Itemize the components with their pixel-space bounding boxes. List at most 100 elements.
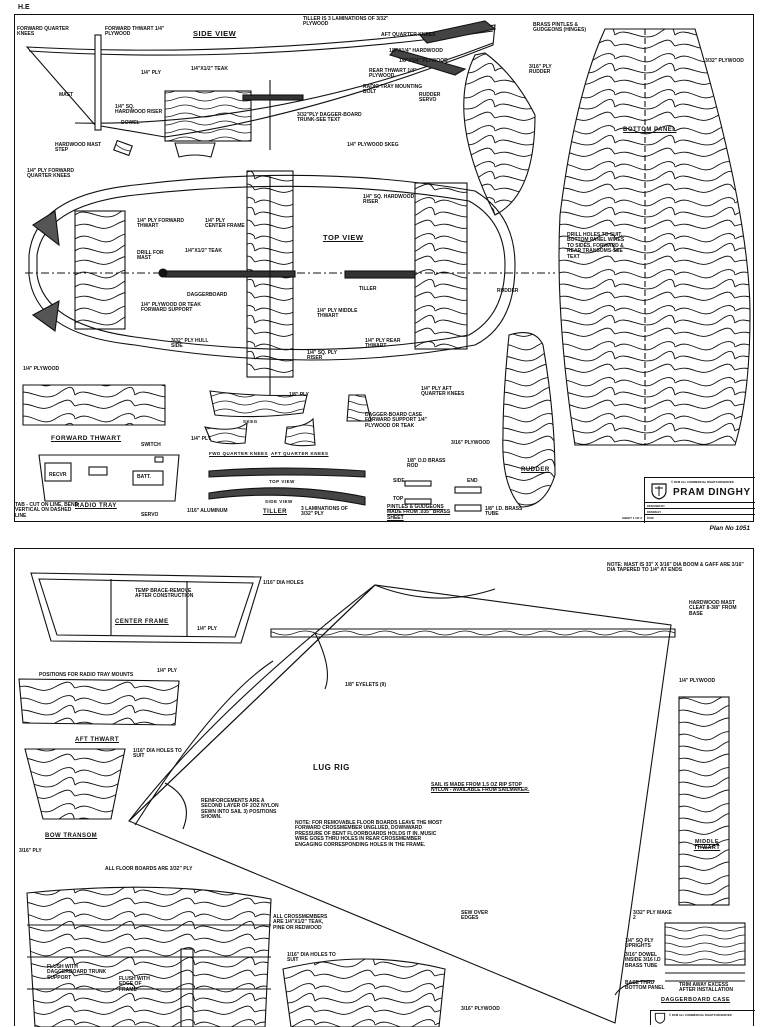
title-side-view-small: SIDE VIEW xyxy=(265,499,293,504)
label: 1/4" PLY AFT QUARTER KNEES xyxy=(421,386,465,398)
label: HARDWOOD MAST CLEAT 8-3/8" FROM BASE xyxy=(689,600,737,617)
sheet2-drawing xyxy=(18,572,746,1027)
label: 3/32" PLY HULL SIDE xyxy=(171,338,209,350)
mast-part xyxy=(270,628,676,638)
label: TAB - CUT ON LINE, BEND VERTICAL ON DASH… xyxy=(15,502,79,519)
title-lug-rig: LUG RIG xyxy=(313,763,350,772)
label: 3 LAMINATIONS OF 3/32" PLY xyxy=(301,506,348,518)
side-view-rudder xyxy=(463,52,536,216)
title-bottom-panel: BOTTOM PANEL xyxy=(623,127,677,133)
title-top-view-small: TOP VIEW xyxy=(269,479,295,484)
label: TILLER IS 3 LAMINATIONS OF 3/32" PLYWOOD xyxy=(303,16,389,28)
label: DRILL FOR MAST xyxy=(137,250,164,262)
title-bow-transom: BOW TRANSOM xyxy=(45,833,98,839)
label: SIDE xyxy=(393,478,405,484)
skeg-and-knees xyxy=(204,390,372,447)
label: TEMP BRACE-REMOVE AFTER CONSTRUCTION xyxy=(135,588,194,600)
label: TILLER xyxy=(359,286,377,292)
title-aft-quarter-knees: AFT QUARTER KNEES xyxy=(271,451,329,456)
label: DRILL HOLES TO SUIT. BOTTOM PANEL WIRES … xyxy=(567,232,625,260)
label: NOTE: MAST IS 33" x 3/16" DIA BOOM & GAF… xyxy=(607,562,744,574)
label: 1/4" PLY FORWARD QUARTER KNEES xyxy=(27,168,75,180)
forward-thwart-part xyxy=(22,384,166,426)
title-aft-thwart: AFT THWART xyxy=(75,737,119,743)
label: 1/8"x1/4" HARDWOOD xyxy=(389,48,443,54)
label: 1/8" PLY xyxy=(289,392,309,398)
bottom-panel-shape xyxy=(558,28,751,446)
aft-thwart-part xyxy=(18,678,180,726)
label: SAIL IS MADE FROM 1.5 OZ RIP STOP NYLON … xyxy=(431,782,530,794)
label: 3/32" PLYWOOD xyxy=(705,58,744,64)
sheet-number: SHEET 1 OF 2 xyxy=(622,516,643,520)
label: PINTLES & GUDGEONS MADE FROM .035" BRASS… xyxy=(387,504,451,521)
label: 1/16" DIA HOLES TO SUIT xyxy=(287,952,336,964)
label: TOP xyxy=(393,496,404,502)
label: 1/8" EYELETS (9) xyxy=(345,682,386,688)
label: 1/16" DIA HOLES TO SUIT xyxy=(133,748,182,760)
publisher-line: © RCM ALL COMMERCIAL RIGHTS RESERVED xyxy=(671,480,734,484)
label: 1/4" PLYWOOD xyxy=(23,366,60,372)
label: 1/4" PLY xyxy=(197,626,217,632)
label: 1/4" PLYWOOD SKEG xyxy=(347,142,399,148)
label: BASE THRU BOTTOM PANEL xyxy=(625,980,665,992)
label: 1/4" SQ. HARDWOOD RISER xyxy=(363,194,415,206)
label: SWITCH xyxy=(141,442,161,448)
title-side-view: SIDE VIEW xyxy=(193,29,237,38)
label: 3/16" DOWEL INSIDE 3/16 I.D BRASS TUBE xyxy=(625,952,661,969)
top-view-hull xyxy=(25,170,555,395)
label: REAR THWART 1/4" PLYWOOD xyxy=(369,68,417,80)
title-block-row: DATE xyxy=(647,517,654,520)
bow-transom-part xyxy=(24,748,126,820)
title-forward-thwart: FORWARD THWART xyxy=(51,435,122,442)
center-frame-part xyxy=(30,572,262,644)
label: BATT. xyxy=(137,474,151,480)
title-rudder: RUDDER xyxy=(521,467,550,473)
label: TRIM AWAY EXCESS AFTER INSTALLATION xyxy=(679,982,733,994)
label: 1/4" PLY MIDDLE THWART xyxy=(317,308,358,320)
title-block: © RCM ALL COMMERCIAL RIGHTS RESERVED PRA… xyxy=(644,477,755,523)
title-center-frame: CENTER FRAME xyxy=(115,619,169,625)
title-daggerboard-case: DAGGERBOARD CASE xyxy=(661,997,731,1003)
title-top-view: TOP VIEW xyxy=(323,233,364,242)
title-fwd-quarter-knees: FWD QUARTER KNEES xyxy=(209,451,268,456)
label: SERVO xyxy=(141,512,159,518)
label: 3/16" PLYWOOD xyxy=(451,440,490,446)
label: 1/4" PLY FORWARD THWART xyxy=(137,218,185,230)
label: NOTE: FOR REMOVABLE FLOOR BOARDS LEAVE T… xyxy=(295,820,443,848)
title-radio-tray: RADIO TRAY xyxy=(75,503,117,509)
label: RUDDER SERVO xyxy=(419,92,441,104)
plan-sheet-1: SIDE VIEW TOP VIEW BOTTOM PANEL FORWARD … xyxy=(14,14,754,522)
shield-logo-icon xyxy=(651,483,667,500)
label: 1/4"x1/2" TEAK xyxy=(191,66,228,72)
label: 1/8" I.D. BRASS TUBE xyxy=(485,506,523,518)
label: MAST xyxy=(59,92,74,98)
label: 1/4" PLY xyxy=(191,436,211,442)
label: ALL FLOOR BOARDS ARE 3/32" PLY xyxy=(105,866,193,872)
plan-title: PRAM DINGHY xyxy=(673,487,751,498)
tiller-parts xyxy=(208,467,366,506)
label: ALL CROSSMEMBERS ARE 1/4"x1/2" TEAK, PIN… xyxy=(273,914,328,931)
title-block-row: DRAWN BY xyxy=(647,511,662,514)
label: FLUSH WITH DAGGERBOARD TRUNK SUPPORT xyxy=(47,964,107,981)
title-skeg: SKEG xyxy=(243,419,258,424)
label: 1/4" PLY xyxy=(157,668,177,674)
sheet1-drawing xyxy=(22,20,751,512)
label: 1/4" SQ. PLY RISER xyxy=(307,350,337,362)
label: RADIO TRAY MOUNTING BOLT xyxy=(363,84,423,96)
label: FORWARD THWART 1/4" PLYWOOD xyxy=(105,26,165,38)
label: RECVR xyxy=(49,472,67,478)
label: REINFORCEMENTS ARE A SECOND LAYER OF 2oz… xyxy=(201,798,279,821)
label: POSITIONS FOR RADIO TRAY MOUNTS xyxy=(39,672,134,678)
daggerboard-case-part xyxy=(664,922,746,982)
plan-number: Plan No 1051 xyxy=(709,525,750,532)
plan-sheet-2: CENTER FRAME AFT THWART BOW TRANSOM LUG … xyxy=(14,548,754,1027)
shield-logo-icon xyxy=(654,1012,666,1024)
label: 3/16" PLYWOOD xyxy=(461,1006,500,1012)
label: DAGGERBOARD xyxy=(187,292,228,298)
label: FLUSH WITH EDGE OF FRAME xyxy=(119,976,150,993)
label: SEW OVER EDGES xyxy=(461,910,488,922)
label: 1/16" DIA HOLES xyxy=(263,580,304,586)
label: 1/4"x1/2" TEAK xyxy=(185,248,222,254)
label: BRASS PINTLES & GUDGEONS (HINGES) xyxy=(533,22,587,34)
label: 1/4" PLY CENTER FRAME xyxy=(205,218,245,230)
